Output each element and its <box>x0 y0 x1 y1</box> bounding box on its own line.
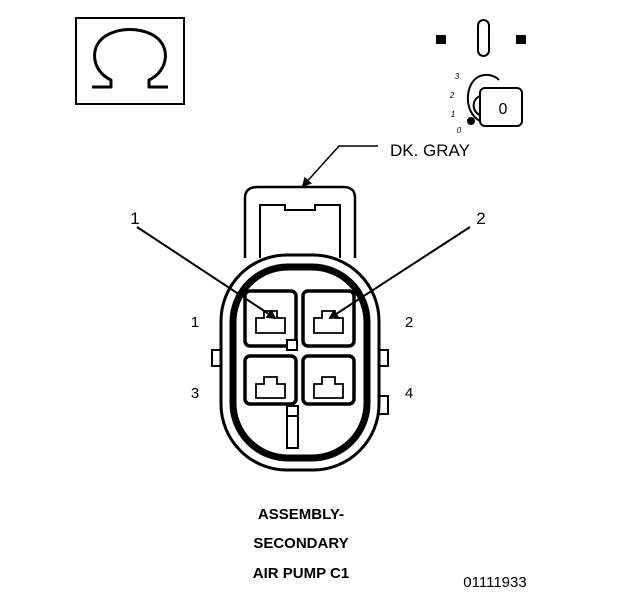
figure-number: 01111933 <box>463 574 526 591</box>
key-label: 0 <box>499 101 508 118</box>
ohm-symbol-icon <box>75 17 185 105</box>
ignition-key-icon: 0 3 2 1 0 <box>436 19 526 135</box>
connector-rib-right-lower <box>378 395 389 415</box>
callout-label-1: 1 <box>130 209 139 228</box>
caption-line-1: ASSEMBLY- <box>258 506 344 523</box>
pin-label-2: 2 <box>405 314 413 331</box>
center-key <box>286 339 298 351</box>
wire-color-label: DK. GRAY <box>390 141 470 160</box>
pin-label-4: 4 <box>405 385 413 402</box>
indicator-left <box>436 35 446 44</box>
bottom-latch <box>286 405 299 449</box>
wire-color-callout: DK. GRAY <box>301 141 470 188</box>
pin-cavity-2 <box>301 289 356 348</box>
key-head <box>479 87 523 127</box>
wire-leader-line <box>301 145 378 188</box>
connector-seal <box>229 263 371 462</box>
indicator-right <box>516 35 526 44</box>
caption-line-3: AIR PUMP C1 <box>253 565 349 582</box>
terminal-3 <box>255 376 286 399</box>
callout-arrow-2 <box>328 226 471 320</box>
key-position-2: 2 <box>449 91 455 100</box>
pin-cavity-1 <box>243 289 298 348</box>
callout-arrow-1 <box>136 226 277 320</box>
connector-rib-left <box>211 349 222 367</box>
pin-cavity-3 <box>243 354 298 406</box>
caption-line-2: SECONDARY <box>253 535 348 552</box>
pin-cavity-4 <box>301 354 356 406</box>
terminal-4 <box>313 376 344 399</box>
connector-lock-tab <box>243 185 357 258</box>
key-position-1: 1 <box>451 110 455 119</box>
connector-lock-tab-inner <box>259 204 341 258</box>
connector-c1 <box>211 185 389 472</box>
key-position-3: 3 <box>455 72 460 81</box>
key-position-0: 0 <box>457 126 462 135</box>
terminal-1 <box>255 310 286 334</box>
switch-slot <box>477 19 490 57</box>
callout-label-2: 2 <box>476 209 485 228</box>
connector-rib-right-upper <box>378 349 389 367</box>
pin-label-1: 1 <box>191 314 199 331</box>
key-pointer-dot <box>467 117 475 125</box>
pin-label-3: 3 <box>191 385 199 402</box>
